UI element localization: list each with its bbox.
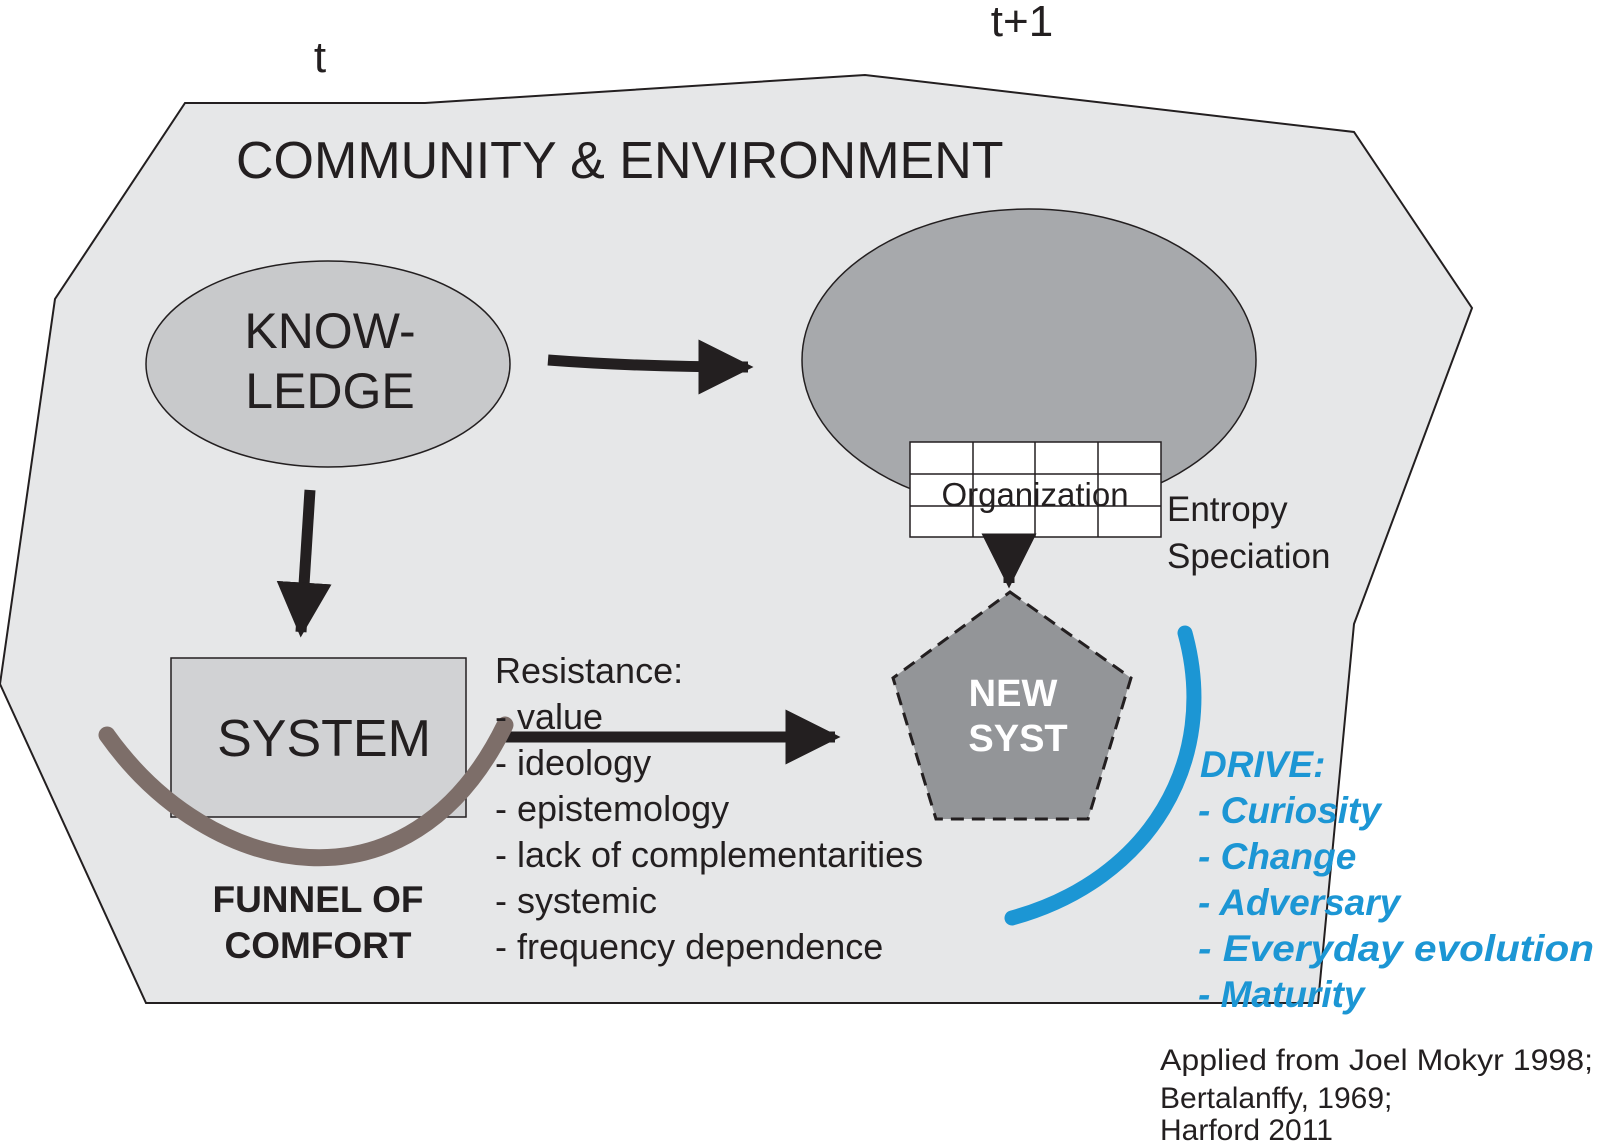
funnel-label-line2: COMFORT (224, 925, 411, 966)
knowledge-label-line1: KNOW- (244, 303, 415, 359)
knowledge-to-organization-arrow (547, 339, 754, 395)
resistance-item: - value (495, 696, 603, 737)
funnel-of-comfort-curve (98, 716, 514, 867)
knowledge-ellipse (145, 260, 511, 468)
drive-item: - Curiosity (1198, 790, 1383, 831)
drive-item: - Change (1198, 836, 1356, 877)
system-label: SYSTEM (217, 710, 431, 768)
resistance-item: - frequency dependence (495, 926, 883, 967)
system-box (170, 657, 467, 818)
drive-title: DRIVE: (1200, 744, 1325, 785)
drive-item: - Maturity (1198, 974, 1367, 1015)
new-system-label-line1: NEW (969, 673, 1058, 715)
citation-line1: Applied from Joel Mokyr 1998; (1160, 1044, 1593, 1077)
resistance-item: - ideology (495, 742, 651, 783)
environment-title: COMMUNITY & ENVIRONMENT (236, 132, 1004, 190)
organization-label: Organization (941, 476, 1128, 513)
resistance-item: - epistemology (495, 788, 729, 829)
knowledge-label-line2: LEDGE (245, 363, 415, 419)
drive-item: - Everyday evolution (1198, 928, 1594, 969)
knowledge-to-system-arrow (276, 489, 332, 638)
new-system-pentagon (891, 590, 1133, 821)
drive-curve (1004, 625, 1202, 926)
time-label-t-plus-1: t+1 (991, 0, 1053, 46)
resistance-item: - systemic (495, 880, 657, 921)
citation-line3: Harford 2011 (1160, 1114, 1333, 1143)
resistance-item: - lack of complementarities (495, 834, 923, 875)
citation-line2: Bertalanffy, 1969; (1160, 1082, 1392, 1115)
funnel-label-line1: FUNNEL OF (212, 879, 423, 920)
new-system-label-line2: SYST (968, 718, 1067, 760)
resistance-title: Resistance: (495, 650, 683, 691)
drive-item: - Adversary (1198, 882, 1403, 923)
entropy-label: Entropy (1167, 490, 1288, 529)
speciation-label: Speciation (1167, 537, 1330, 576)
organization-grid (909, 441, 1162, 538)
time-label-t: t (314, 33, 326, 82)
